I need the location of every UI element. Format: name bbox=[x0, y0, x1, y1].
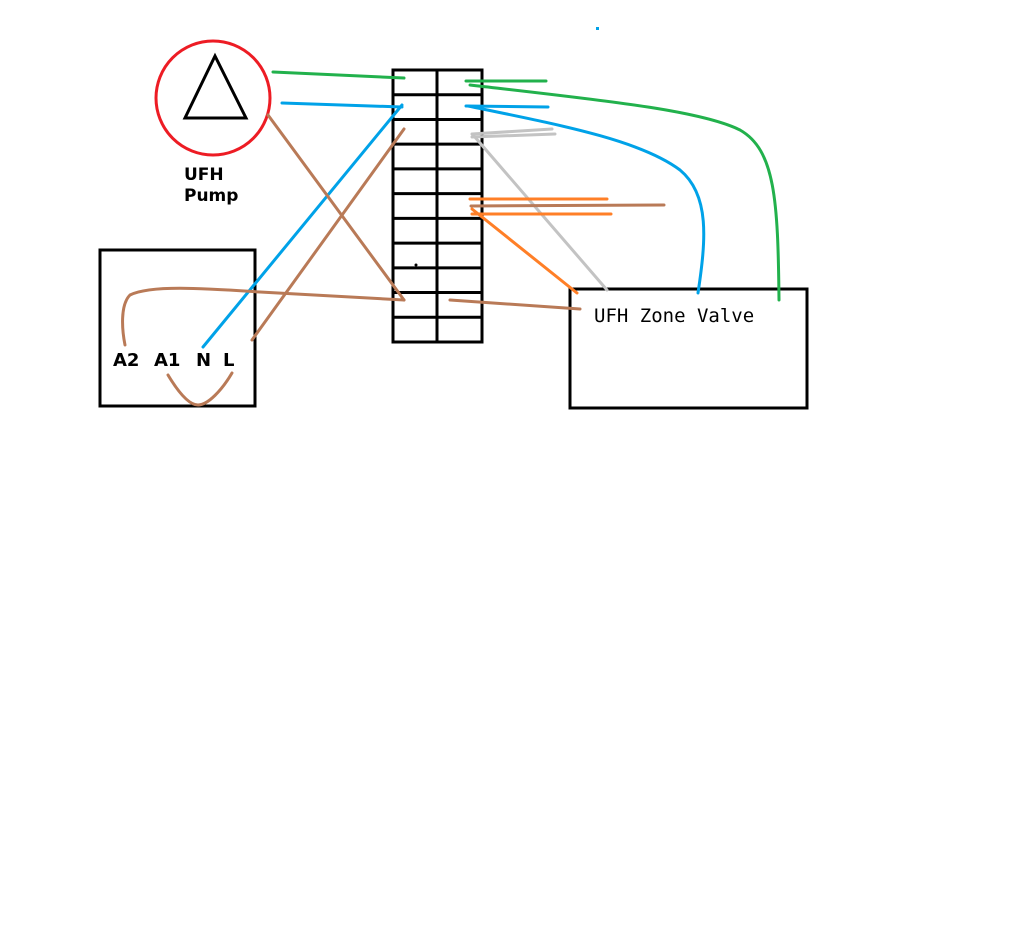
wire-neutral-controller bbox=[201, 103, 404, 349]
terminal-l: L bbox=[223, 350, 234, 371]
wire-neutral-valve bbox=[466, 104, 706, 295]
terminal-n: N bbox=[196, 350, 211, 371]
pump-label-line1: UFH bbox=[184, 165, 224, 185]
wire-earth-pump bbox=[271, 70, 406, 80]
wire-neutral-pump bbox=[280, 101, 404, 109]
terminal-a2: A2 bbox=[113, 350, 139, 371]
wire-neutral-stub bbox=[464, 104, 550, 109]
wire-live-stub bbox=[469, 203, 666, 208]
wire-grey-2 bbox=[470, 132, 557, 139]
wire-live-valve bbox=[448, 298, 582, 311]
zone-valve-label: UFH Zone Valve bbox=[594, 305, 754, 327]
wire-orange-valve bbox=[470, 207, 579, 295]
wires bbox=[121, 70, 781, 407]
pump-triangle-icon bbox=[182, 52, 249, 120]
terminal-a1: A1 bbox=[154, 350, 180, 371]
controller-box: A2 A1 N L bbox=[98, 248, 257, 408]
pump-label-line2: Pump bbox=[184, 186, 238, 206]
stray-dot-block bbox=[414, 263, 418, 267]
wire-live-a2 bbox=[121, 286, 406, 347]
wire-earth-valve bbox=[468, 83, 781, 302]
ufh-pump: UFH Pump bbox=[154, 39, 272, 206]
wire-grey-1 bbox=[470, 127, 554, 136]
wire-link-a1-l bbox=[166, 371, 234, 407]
stray-dot bbox=[596, 27, 599, 30]
controller-outline bbox=[98, 248, 257, 408]
pump-ring bbox=[154, 39, 272, 157]
zone-valve: UFH Zone Valve bbox=[568, 287, 809, 410]
wire-live-controller bbox=[250, 127, 406, 342]
wire-live-pump bbox=[266, 113, 406, 302]
zone-valve-outline bbox=[568, 287, 809, 410]
